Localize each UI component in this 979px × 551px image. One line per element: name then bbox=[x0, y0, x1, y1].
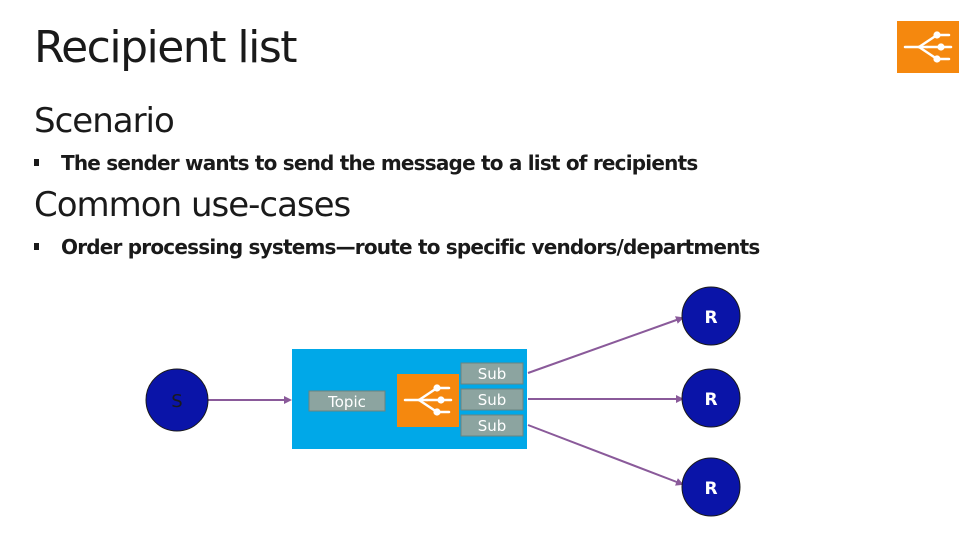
sender-label: S bbox=[171, 391, 182, 412]
sub-to-receiver-3-arrow bbox=[527, 424, 684, 486]
receiver-node bbox=[681, 457, 741, 517]
scenario-bullet: The sender wants to send the message to … bbox=[34, 151, 698, 175]
receiver-label: R bbox=[704, 479, 717, 499]
receiver-label: R bbox=[704, 308, 717, 328]
topic-label: Topic bbox=[327, 393, 366, 411]
use-cases-bullet: Order processing systems—route to specif… bbox=[34, 235, 760, 259]
use-cases-bullet-text: Order processing systems—route to specif… bbox=[61, 235, 760, 259]
use-cases-heading: Common use-cases bbox=[34, 185, 351, 225]
sender-node bbox=[145, 368, 209, 432]
subscription-box bbox=[460, 414, 524, 437]
bullet-marker bbox=[34, 159, 39, 166]
bullet-marker bbox=[34, 243, 39, 250]
scenario-bullet-text: The sender wants to send the message to … bbox=[61, 151, 698, 175]
receiver-node bbox=[681, 368, 741, 428]
slide-title: Recipient list bbox=[34, 22, 298, 73]
subscription-box bbox=[460, 388, 524, 411]
receiver-node bbox=[681, 286, 741, 346]
fan-out-routing-icon bbox=[397, 374, 459, 427]
scenario-heading: Scenario bbox=[34, 101, 175, 141]
topic-label-box bbox=[308, 390, 386, 412]
subscription-box bbox=[460, 362, 524, 385]
subscription-label: Sub bbox=[478, 391, 507, 409]
subscription-label: Sub bbox=[478, 417, 507, 435]
sub-to-receiver-1-arrow bbox=[527, 316, 684, 374]
receiver-label: R bbox=[704, 390, 717, 410]
fan-out-routing-icon bbox=[897, 21, 959, 73]
subscription-label: Sub bbox=[478, 365, 507, 383]
